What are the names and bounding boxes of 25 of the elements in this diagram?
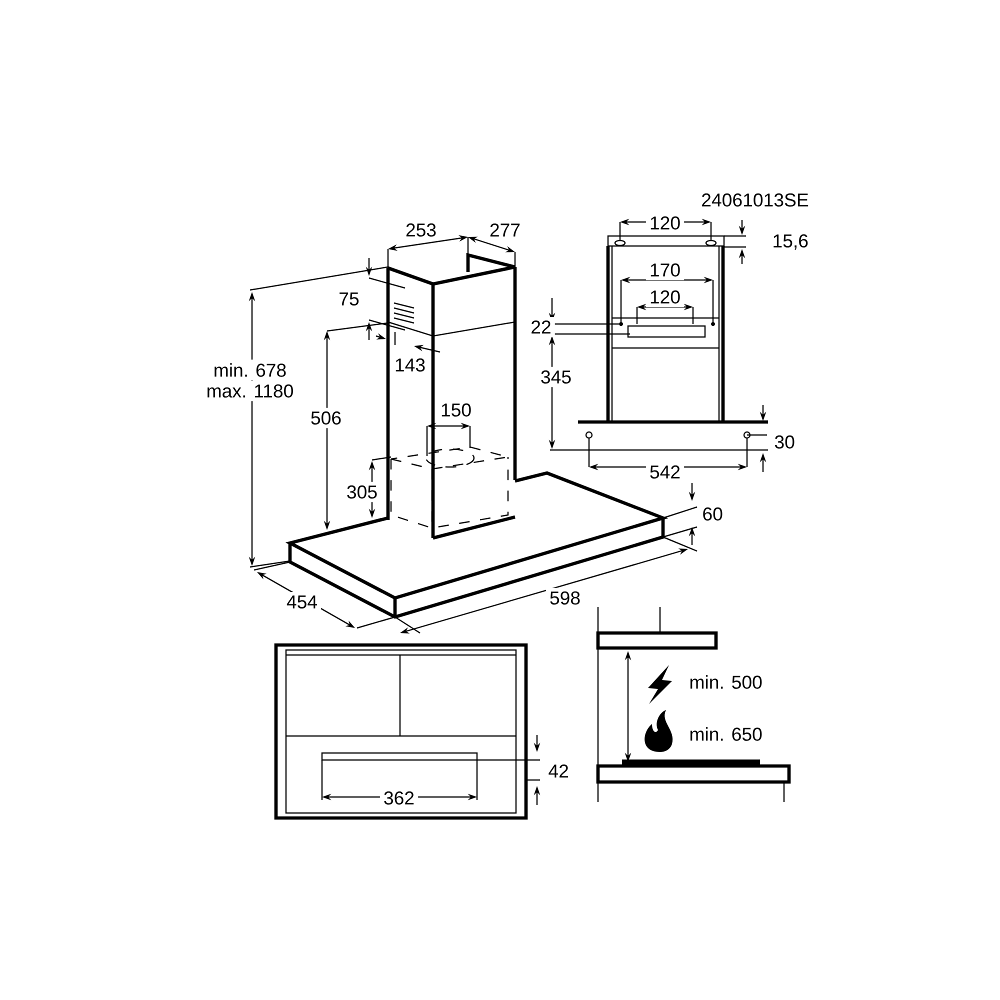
dimension-label: 42 (544, 760, 572, 782)
dimension-label: 170 (646, 260, 684, 280)
dimension-label: 362 (380, 788, 418, 808)
dimension-label: 253 (402, 220, 440, 240)
dimension-label: 22 (527, 316, 555, 338)
dimension-label: 506 (306, 408, 346, 428)
dimension-label: 143 (390, 354, 430, 376)
dimension-label: min. 678 (210, 360, 290, 380)
dimension-label: 305 (342, 482, 382, 502)
dimension-label: min. 650 (686, 724, 766, 744)
dimension-label: 75 (335, 289, 363, 310)
dimension-label: min. 500 (686, 672, 766, 692)
dimension-label: 542 (646, 462, 684, 482)
dimension-label: 277 (486, 220, 524, 240)
dimension-label: 60 (698, 504, 726, 524)
dimension-label: 120 (646, 286, 684, 308)
dimension-label: 454 (282, 592, 322, 612)
dimension-label: max. 1180 (202, 380, 298, 402)
dimension-label: 120 (646, 212, 684, 234)
dimension-label: 598 (546, 588, 584, 608)
dimension-label: 30 (770, 432, 798, 452)
dimension-label: 150 (436, 400, 476, 420)
dimension-label: 15,6 (768, 230, 812, 254)
drawing-number: 24061013SE (698, 190, 812, 210)
dimension-label: 345 (536, 366, 576, 388)
